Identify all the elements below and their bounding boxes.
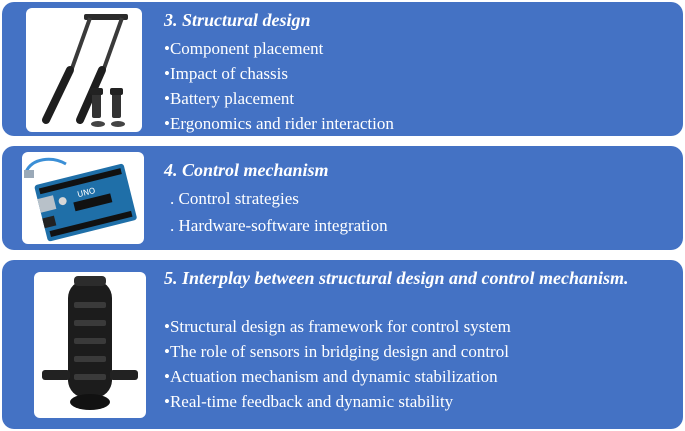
section-title: 3. Structural design <box>164 10 311 30</box>
section-interplay: 5. Interplay between structural design a… <box>2 260 683 429</box>
list-item: •Structural design as framework for cont… <box>164 317 511 336</box>
electric-unicycle-icon <box>42 276 138 410</box>
list-item: •The role of sensors in bridging design … <box>164 342 509 361</box>
svg-text:UNO: UNO <box>76 186 96 199</box>
section-interplay-image <box>34 272 146 418</box>
section-control-mechanism: UNO 4. Control mechanism . Control strat… <box>2 146 683 250</box>
list-item: •Impact of chassis <box>164 64 288 83</box>
scooter-fork-icon <box>42 14 128 127</box>
section-item-list: •Component placement •Impact of chassis … <box>164 36 394 136</box>
section-structural-design-image <box>26 8 142 132</box>
list-item: •Actuation mechanism and dynamic stabili… <box>164 367 498 386</box>
section-structural-design: 3. Structural design •Component placemen… <box>2 2 683 136</box>
list-item: . Control strategies <box>170 189 299 208</box>
section-item-list: . Control strategies . Hardware-software… <box>170 185 388 239</box>
list-item: •Ergonomics and rider interaction <box>164 114 394 133</box>
list-item: •Real-time feedback and dynamic stabilit… <box>164 392 454 411</box>
list-item: •Battery placement <box>164 89 295 108</box>
section-item-list: •Structural design as framework for cont… <box>164 314 511 414</box>
list-item: . Hardware-software integration <box>170 216 388 235</box>
section-title: 4. Control mechanism <box>164 160 329 180</box>
section-title: 5. Interplay between structural design a… <box>164 268 629 288</box>
section-control-mechanism-image: UNO <box>22 152 144 244</box>
list-item: •Component placement <box>164 39 324 58</box>
arduino-board-icon: UNO <box>24 157 137 242</box>
